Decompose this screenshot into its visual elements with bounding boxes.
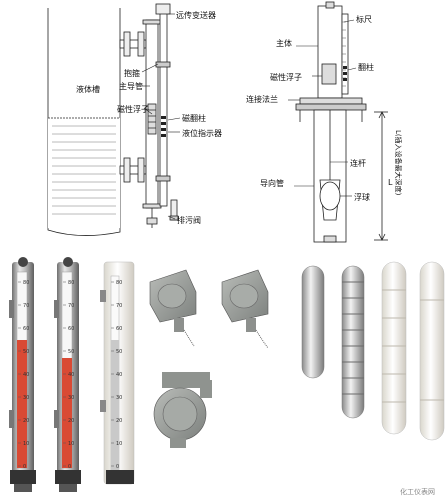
gauge-tick-label: 70	[68, 303, 74, 309]
label-magnetic-float: 磁性浮子	[117, 104, 149, 114]
label-body: 主体	[276, 38, 292, 48]
gauge-tick-label: 60	[116, 326, 122, 332]
gauge-tick-label: 40	[116, 372, 122, 378]
label-guide-tube: 导向管	[260, 178, 284, 188]
label-magnetic-float-right: 磁性浮子	[270, 72, 302, 82]
label-remote-transmitter: 远传变送器	[176, 10, 216, 20]
gauge-tick-label: 80	[68, 280, 74, 286]
gauge-tick-label: 70	[23, 303, 29, 309]
label-main-tube: 主导管	[119, 81, 143, 91]
tank-liquid	[48, 118, 120, 233]
label-dimension-l: L	[388, 178, 393, 187]
gauge-tick-label: 0	[68, 464, 71, 470]
label-flip-column: 磁翻柱	[182, 113, 206, 123]
label-connecting-flange: 连接法兰	[246, 94, 278, 104]
label-clamp: 抱箍	[124, 68, 140, 78]
gauge-tick-label: 80	[116, 280, 122, 286]
label-tank: 液体槽	[76, 84, 100, 94]
label-scale: 标尺	[356, 14, 372, 24]
float-photo-white-long	[419, 261, 445, 441]
tank-outline	[47, 8, 121, 236]
gauge-photo-2	[54, 257, 81, 492]
gauge-tick-label: 20	[68, 418, 74, 424]
label-connecting-rod: 连杆	[350, 158, 366, 168]
gauge-tick-label: 30	[23, 395, 29, 401]
gauge-tick-label: 20	[116, 418, 122, 424]
gauge-tick-label: 50	[68, 349, 74, 355]
gauge-tick-label: 50	[23, 349, 29, 355]
gauge-tick-label: 10	[68, 441, 74, 447]
float-photo-steel-plain	[301, 265, 325, 379]
gauge-tick-label: 50	[116, 349, 122, 355]
gauge-tick-label: 10	[23, 441, 29, 447]
side-mounted-gauge-diagram	[47, 3, 181, 236]
gauge-tick-label: 40	[68, 372, 74, 378]
gauge-tick-label: 30	[116, 395, 122, 401]
gauge-tick-label: 40	[23, 372, 29, 378]
label-float-ball: 浮球	[354, 192, 370, 202]
gauge-photo-1	[9, 257, 36, 492]
label-insertion-depth: L(插入设备最大深度)	[394, 130, 403, 196]
gauge-photo-3	[100, 261, 135, 485]
top-mounted-gauge-diagram	[288, 1, 388, 243]
gauge-tick-label: 10	[116, 441, 122, 447]
watermark: 化工仪表网	[400, 487, 435, 496]
junction-box-photo-1	[149, 269, 197, 347]
gauge-tick-label: 0	[23, 464, 26, 470]
label-drain-valve: 排污阀	[177, 215, 201, 225]
gauge-tick-label: 0	[116, 464, 119, 470]
gauge-tick-label: 60	[23, 326, 29, 332]
explosion-proof-housing-photo	[153, 372, 212, 448]
label-level-indicator: 液位指示器	[182, 128, 222, 138]
gauge-tick-label: 60	[68, 326, 74, 332]
float-photo-steel-ribbed	[341, 265, 365, 419]
gauge-tick-label: 20	[23, 418, 29, 424]
gauge-tick-label: 30	[68, 395, 74, 401]
gauge-tick-label: 70	[116, 303, 122, 309]
junction-box-photo-2	[221, 269, 269, 349]
gauge-tick-label: 80	[23, 280, 29, 286]
float-photo-white-segmented	[381, 261, 407, 435]
label-flip-column-right: 翻柱	[358, 62, 374, 72]
